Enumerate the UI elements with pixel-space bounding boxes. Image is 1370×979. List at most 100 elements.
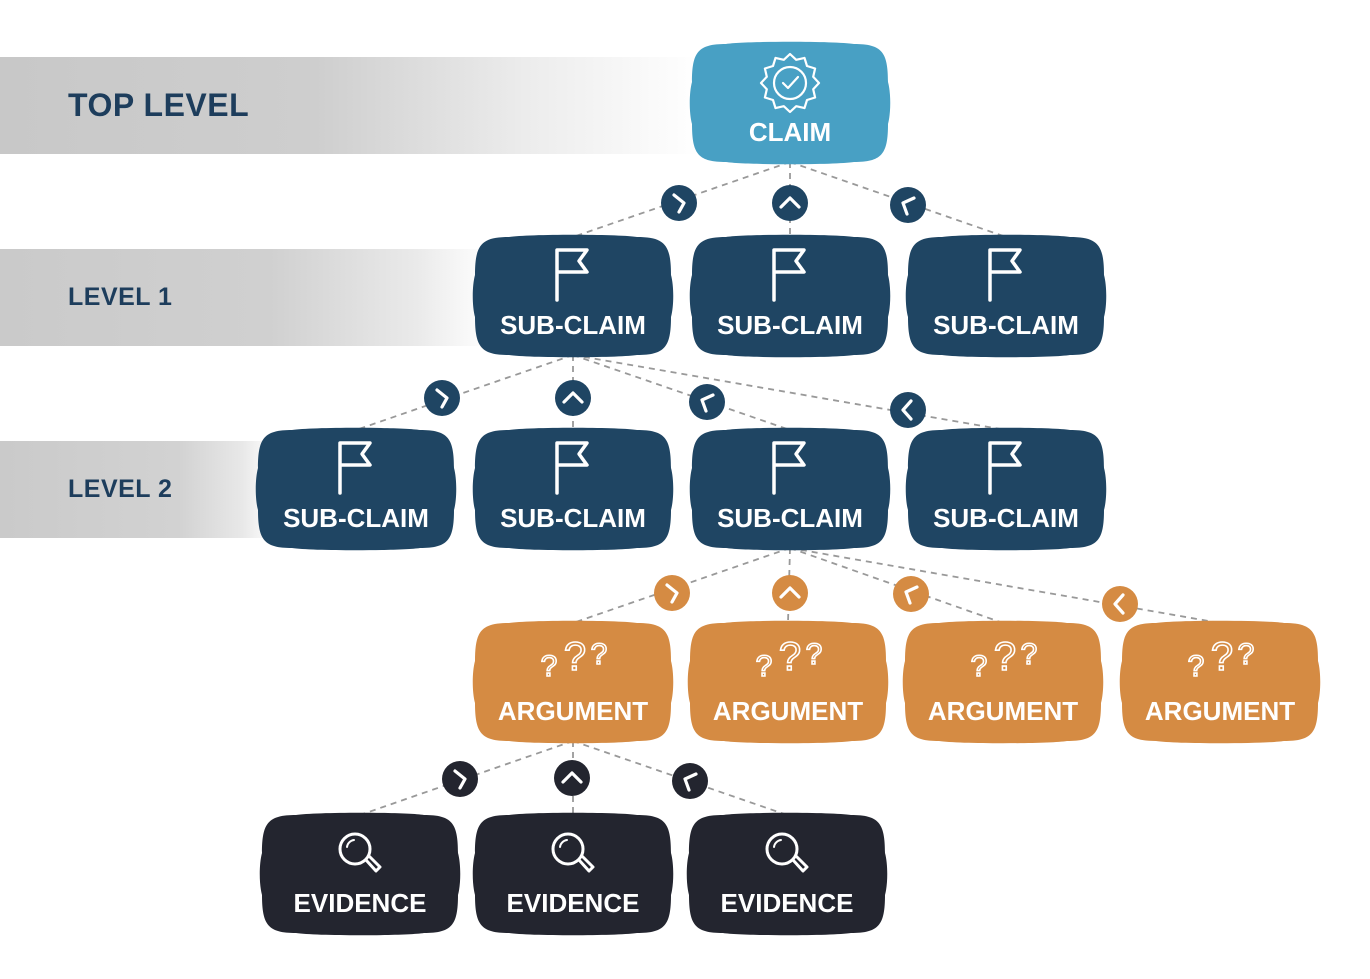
level-label-top: TOP LEVEL xyxy=(68,87,250,123)
question-mark-glyph: ? xyxy=(1021,638,1038,671)
evidence-node-shape xyxy=(686,812,888,936)
connector-line-l2-c-arg-d xyxy=(789,547,1221,624)
flag-icon xyxy=(555,441,589,495)
argument-label: ARGUMENT xyxy=(713,696,863,726)
connector-badge-arg-b xyxy=(772,575,808,611)
evidence-label: EVIDENCE xyxy=(294,888,427,918)
argument-node-shape xyxy=(902,620,1104,744)
level-label-1: LEVEL 1 xyxy=(68,283,173,311)
question-mark-glyph: ? xyxy=(779,635,801,679)
badge-check-icon xyxy=(759,52,821,114)
chevron-icon xyxy=(561,771,583,784)
subclaim-node-shape xyxy=(472,234,674,358)
question-marks-icon: ??? xyxy=(755,634,823,684)
subclaim-label: SUB-CLAIM xyxy=(933,503,1079,533)
argument-node-arg-d: ???ARGUMENT xyxy=(1119,620,1321,744)
question-mark-glyph: ? xyxy=(1211,635,1233,679)
subclaim-label: SUB-CLAIM xyxy=(283,503,429,533)
chevron-icon xyxy=(562,391,584,404)
argument-node-shape xyxy=(472,620,674,744)
chevron-icon xyxy=(904,585,919,605)
connector-badge-l1-b xyxy=(772,185,808,221)
subclaim-node-l2-b: SUB-CLAIM xyxy=(472,427,674,551)
connector-badge-l1-c xyxy=(890,187,926,223)
subclaim-node-shape xyxy=(472,427,674,551)
subclaim-node-shape xyxy=(689,427,891,551)
chevron-icon xyxy=(1113,593,1125,615)
argument-node-shape xyxy=(687,620,889,744)
subclaim-node-l1-c: SUB-CLAIM xyxy=(905,234,1107,358)
subclaim-node-l2-d: SUB-CLAIM xyxy=(905,427,1107,551)
subclaim-node-shape xyxy=(905,234,1107,358)
evidence-label: EVIDENCE xyxy=(507,888,640,918)
chevron-icon xyxy=(779,586,801,599)
subclaim-label: SUB-CLAIM xyxy=(500,310,646,340)
level-band-top: TOP LEVEL xyxy=(0,57,700,154)
evidence-node-ev-b: EVIDENCE xyxy=(472,812,674,936)
subclaim-node-l2-a: SUB-CLAIM xyxy=(255,427,457,551)
chevron-icon xyxy=(683,772,698,792)
argument-node-arg-c: ??? ARGUMENT xyxy=(902,620,1104,744)
claim-node-claim: CLAIM xyxy=(689,41,891,165)
subclaim-node-shape xyxy=(905,427,1107,551)
connector-line-l1-a-l2-d xyxy=(572,354,1007,431)
flag-icon xyxy=(555,248,589,302)
subclaim-label: SUB-CLAIM xyxy=(933,310,1079,340)
subclaim-label: SUB-CLAIM xyxy=(500,503,646,533)
connector-badge-ev-a xyxy=(442,761,478,797)
connector-badge-arg-d xyxy=(1102,586,1138,622)
magnifier-icon xyxy=(765,832,809,873)
question-mark-glyph: ? xyxy=(541,650,558,683)
argument-node-shape xyxy=(1119,620,1321,744)
chevron-icon xyxy=(435,388,449,409)
connector-badge-l2-b xyxy=(555,380,591,416)
chevron-icon xyxy=(672,193,686,214)
claim-node-shape xyxy=(689,41,891,165)
chevron-icon xyxy=(901,399,913,421)
question-mark-glyph: ? xyxy=(756,650,773,683)
chevron-icon xyxy=(901,196,916,216)
subclaim-label: SUB-CLAIM xyxy=(717,310,863,340)
chevron-icon xyxy=(453,769,467,790)
connector-badge-ev-b xyxy=(554,760,590,796)
flag-icon xyxy=(988,248,1022,302)
badge-layer xyxy=(424,185,1138,799)
question-mark-glyph: ? xyxy=(564,635,586,679)
magnifier-icon xyxy=(338,832,382,873)
argument-label: ARGUMENT xyxy=(498,696,648,726)
evidence-node-ev-c: EVIDENCE xyxy=(686,812,888,936)
connector-badge-l2-d xyxy=(890,392,926,428)
connector-line-l1-a-l2-c xyxy=(572,354,791,431)
level-band-1: LEVEL 1 xyxy=(0,249,490,346)
chevron-icon xyxy=(665,583,679,604)
argument-node-arg-b: ??? ARGUMENT xyxy=(687,620,889,744)
question-mark-glyph: ? xyxy=(994,635,1016,679)
subclaim-node-shape xyxy=(255,427,457,551)
evidence-node-shape xyxy=(259,812,461,936)
subclaim-node-l1-a: SUB-CLAIM xyxy=(472,234,674,358)
connector-badge-l2-c xyxy=(689,384,725,420)
argument-label: ARGUMENT xyxy=(928,696,1078,726)
subclaim-node-l1-b: SUB-CLAIM xyxy=(689,234,891,358)
connector-line-l1-a-l2-a xyxy=(355,354,574,431)
connector-badge-arg-a xyxy=(654,575,690,611)
magnifier-icon xyxy=(551,832,595,873)
question-marks-icon: ??? xyxy=(1187,634,1255,684)
claim-label: CLAIM xyxy=(749,117,831,147)
chevron-icon xyxy=(779,196,801,209)
question-mark-glyph: ? xyxy=(971,650,988,683)
question-mark-glyph: ? xyxy=(1188,650,1205,683)
flag-icon xyxy=(772,248,806,302)
subclaim-node-l2-c: SUB-CLAIM xyxy=(689,427,891,551)
evidence-label: EVIDENCE xyxy=(721,888,854,918)
flag-icon xyxy=(772,441,806,495)
connector-badge-l2-a xyxy=(424,380,460,416)
argument-node-arg-a: ??? ARGUMENT xyxy=(472,620,674,744)
question-mark-glyph: ? xyxy=(591,638,608,671)
connector-badge-ev-c xyxy=(672,763,708,799)
question-marks-icon: ??? xyxy=(970,634,1038,684)
chevron-icon xyxy=(700,393,715,413)
evidence-node-ev-a: EVIDENCE xyxy=(259,812,461,936)
level-band-2: LEVEL 2 xyxy=(0,441,275,538)
question-mark-glyph: ? xyxy=(806,638,823,671)
